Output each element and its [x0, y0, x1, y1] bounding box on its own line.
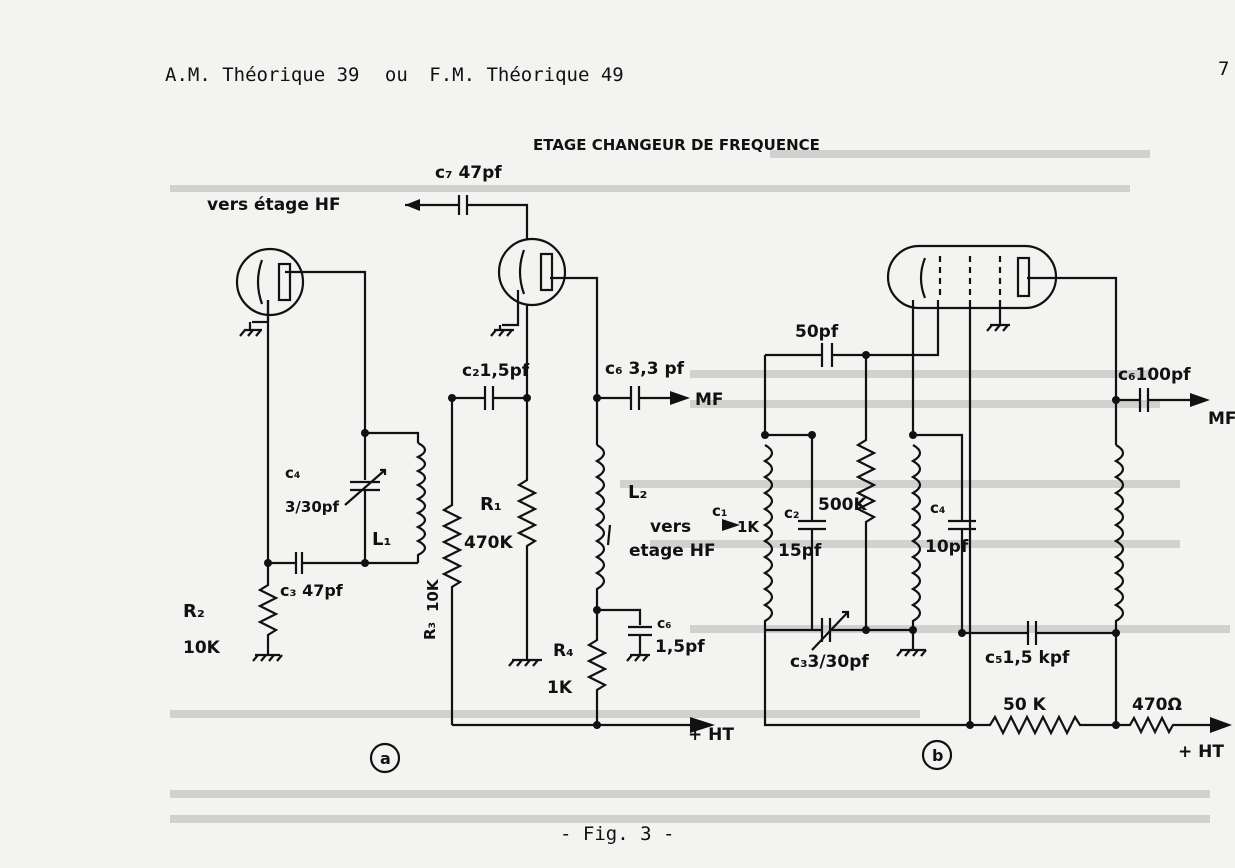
- capacitor-c2-b: [765, 433, 826, 630]
- coil-b-left: [762, 444, 774, 630]
- capacitor-c5: [628, 625, 652, 637]
- label-c5-a: c₆: [657, 616, 671, 632]
- coil-l2: [594, 444, 606, 610]
- label-c2: c₂1,5pf: [462, 361, 530, 381]
- pentode-cathode: [919, 257, 927, 299]
- label-c3-b: c₃3/30pf: [790, 652, 869, 672]
- r1-ground: [508, 658, 542, 667]
- label-ht-a: + HT: [688, 725, 734, 745]
- label-c5-b: c₅1,5 kpf: [985, 648, 1070, 668]
- arrow-mf-b: [1190, 393, 1210, 407]
- capacitor-50pf: [820, 343, 834, 367]
- label-mf-a: MF: [695, 390, 724, 410]
- tube1-plate-wire: [285, 270, 367, 433]
- tube2-grid: [518, 249, 526, 295]
- r2-ground: [252, 653, 283, 662]
- tube2-ground: [490, 320, 520, 337]
- arrow-vers-hf: [405, 199, 420, 211]
- label-c6-b: c₆100pf: [1118, 365, 1191, 385]
- tube1-grid: [256, 259, 264, 305]
- label-r1-value: 470K: [464, 533, 513, 553]
- label-c4-a: c₄: [285, 464, 300, 482]
- resistor-r1: [516, 305, 538, 660]
- diagram-title: ETAGE CHANGEUR DE FREQUENCE: [533, 136, 820, 154]
- resistor-50k: [970, 714, 1116, 736]
- capacitor-c3: [294, 552, 304, 574]
- label-a-circle: [369, 742, 401, 774]
- label-470: 470Ω: [1132, 695, 1182, 715]
- triode-tube-2: [497, 237, 567, 307]
- label-l1: L₁: [372, 529, 391, 550]
- label-c7: c₇ 47pf: [435, 163, 502, 183]
- resistor-500k: [855, 355, 877, 630]
- label-15pf: 15pf: [778, 541, 822, 561]
- label-c2-b: c₂: [784, 504, 799, 522]
- label-r3: R₃: [421, 622, 439, 640]
- label-r4-value: 1K: [547, 678, 573, 698]
- label-vers: vers: [650, 517, 691, 537]
- label-mf-b: MF: [1208, 409, 1235, 429]
- arrow-vers-etage-hf: [722, 519, 740, 531]
- label-a: a: [380, 749, 391, 768]
- resistor-r3: [441, 398, 463, 725]
- label-50pf: 50pf: [795, 322, 839, 342]
- arrow-ht-b: [1210, 717, 1232, 733]
- coil-l1: [415, 442, 427, 563]
- label-c1-b: c₁: [712, 502, 727, 520]
- page-number: 7: [1218, 58, 1230, 80]
- capacitor-c6-b: [1138, 388, 1150, 412]
- label-r1: R₁: [480, 494, 502, 515]
- label-r2: R₂: [183, 601, 205, 622]
- circuit-b: 50pf c₆100pf MF c₁ 1K c₂ 15pf 500K c₄ 10…: [712, 244, 1235, 771]
- label-b: b: [932, 746, 943, 765]
- label-r4: R₄: [553, 641, 574, 661]
- capacitor-c5-b: [1026, 621, 1038, 645]
- resistor-470: [1116, 715, 1210, 735]
- triode-tube-1: [235, 247, 305, 317]
- page-header: A.M. Théorique 39 ou F.M. Théorique 49: [165, 64, 624, 86]
- header-title-left: A.M. Théorique 39: [165, 64, 360, 86]
- label-c5-value: 1,5pf: [655, 637, 705, 657]
- label-r2-value: 10K: [183, 638, 221, 658]
- label-r3-value: 10K: [424, 578, 442, 612]
- header-or: ou: [384, 64, 408, 86]
- label-50k: 50 K: [1003, 695, 1047, 715]
- label-c4-b: c₄: [930, 499, 945, 517]
- arrow-ht-a: [690, 717, 715, 733]
- pentode-ground: [986, 300, 1010, 332]
- coil-b-ground: [896, 630, 927, 657]
- tube1-plate: [277, 262, 292, 302]
- label-c6-a: c₆ 3,3 pf: [605, 359, 685, 379]
- resistor-r2: [257, 563, 279, 655]
- capacitor-c7: [457, 195, 469, 215]
- tube2-plate: [539, 252, 554, 292]
- label-c3-a: c₃ 47pf: [280, 581, 344, 600]
- coil-b-middle: [910, 444, 922, 630]
- label-c4-value: 3/30pf: [285, 498, 340, 516]
- capacitor-c2: [483, 386, 495, 410]
- coil-b-right: [1113, 444, 1125, 633]
- circuit-a: c₇ 47pf vers étage HF c₂1,5pf c₆ 3,3 pf …: [183, 163, 740, 774]
- capacitor-c4-b: [911, 300, 976, 635]
- label-ht-b: + HT: [1178, 742, 1224, 762]
- resistor-r4: [586, 610, 608, 725]
- label-10pf: 10pf: [925, 537, 969, 557]
- figure-caption: - Fig. 3 -: [560, 823, 675, 845]
- header-title-right: F.M. Théorique 49: [429, 64, 624, 86]
- label-1k: 1K: [737, 518, 760, 536]
- label-vers-hf: vers étage HF: [207, 195, 341, 215]
- label-b-circle: [921, 739, 953, 771]
- background-show-through: [170, 150, 1230, 823]
- label-etage-hf: etage HF: [629, 541, 716, 561]
- tube1-ground: [239, 322, 262, 337]
- capacitor-c6: [629, 386, 641, 410]
- label-l2: L₂: [628, 482, 647, 503]
- label-500k: 500K: [818, 495, 867, 515]
- arrow-mf: [670, 391, 690, 405]
